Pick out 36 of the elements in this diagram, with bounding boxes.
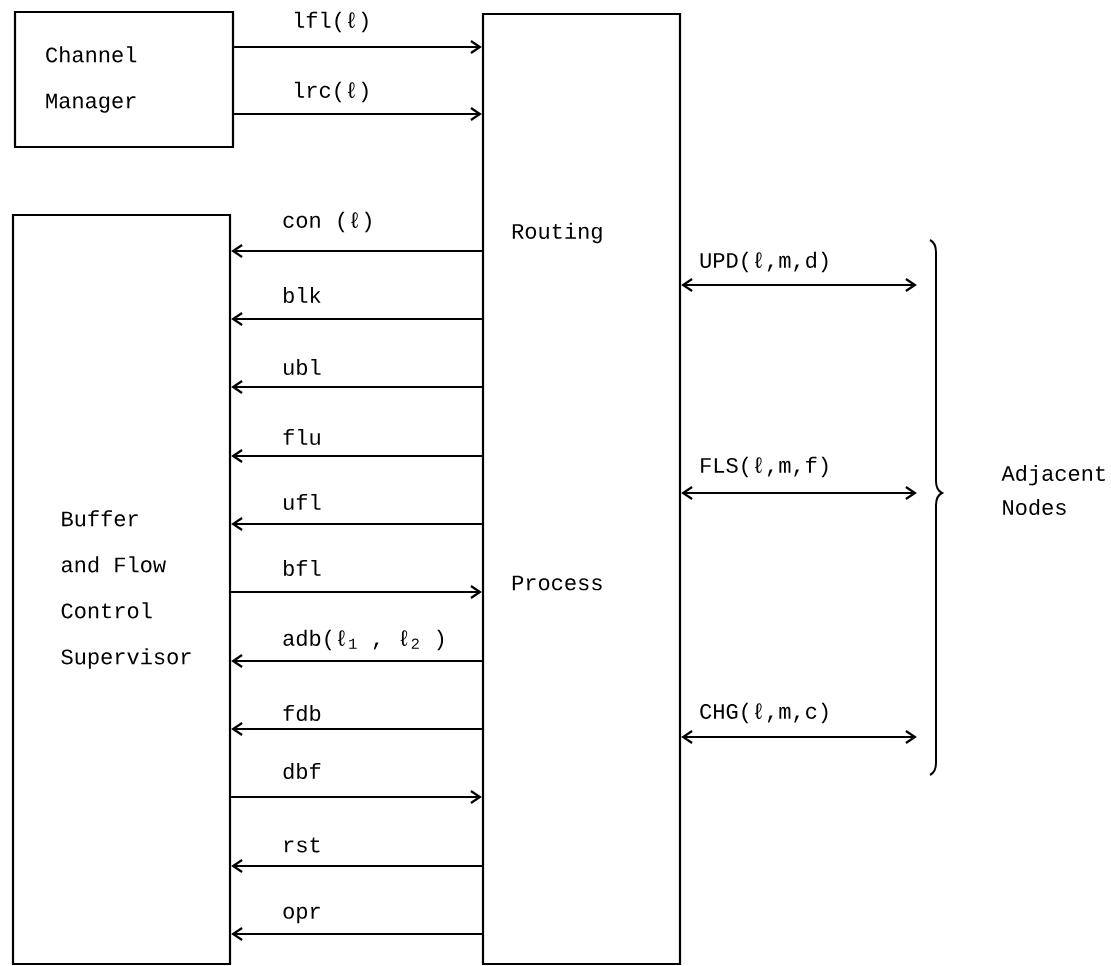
arrow <box>231 722 482 736</box>
arrow <box>231 859 482 873</box>
edge-label: bfl <box>281 558 323 578</box>
process-box: Channel Manager <box>13 10 235 149</box>
arrow <box>231 380 482 394</box>
arrow <box>681 278 917 292</box>
process-box: Buffer and Flow Control Supervisor <box>11 213 232 966</box>
process-box: Routing Process <box>481 12 682 966</box>
arrow <box>231 585 482 599</box>
edge-label: dbf <box>281 761 323 781</box>
edge-label: rst <box>281 836 323 854</box>
edge-label: fdb <box>281 703 323 723</box>
edge-label: blk <box>281 285 323 305</box>
edge-label: opr <box>281 905 323 925</box>
arrow <box>231 312 482 326</box>
arrow <box>234 107 482 121</box>
arrow <box>681 486 917 500</box>
arrow <box>231 654 482 668</box>
edge-label: CHG(ℓ,m,c) <box>698 701 833 725</box>
edge-label: lfl(ℓ) <box>291 10 373 34</box>
arrow <box>231 244 482 258</box>
edge-label: con (ℓ) <box>281 210 376 234</box>
edge-label: ubl <box>281 357 323 377</box>
edge-label: adb(ℓ$_{1}$ , ℓ$_{2}$ ) <box>281 628 448 652</box>
edge-label: FLS(ℓ,m,f) <box>698 455 833 479</box>
edge-label: UPD(ℓ,m,d) <box>698 250 833 274</box>
edge-label: ufl <box>281 492 323 512</box>
node-label: Adjacent Nodes <box>1001 464 1105 516</box>
edge-label: flu <box>281 427 323 447</box>
edge-label: lrc(ℓ) <box>291 80 373 104</box>
arrow <box>231 449 482 463</box>
arrow <box>234 40 482 54</box>
arrow <box>231 517 482 531</box>
arrow <box>231 927 482 941</box>
arrow <box>681 730 917 744</box>
arrow <box>231 790 482 804</box>
